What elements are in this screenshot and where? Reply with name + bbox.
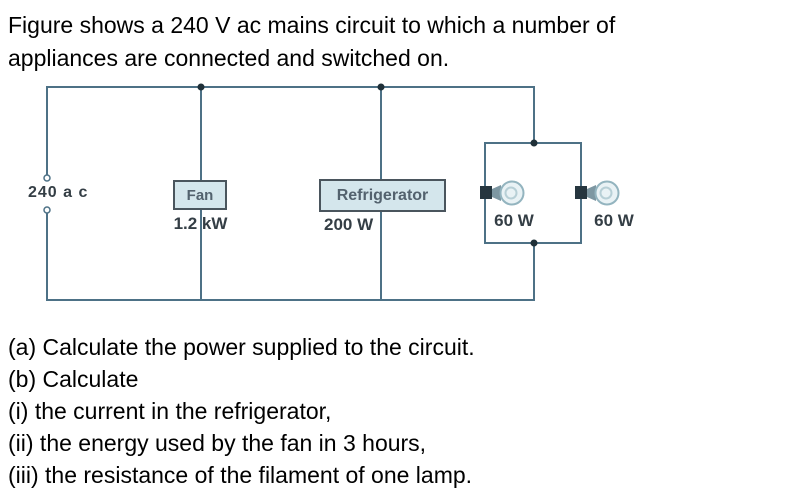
circuit-figure: Fan Refrigerator 240 a c 1.2 kW 200 W 60… [0,80,800,330]
junction-dot-lamp-bottom [530,239,538,247]
lamp-2-power-label: 60 W [594,211,634,230]
question-b-i: (i) the current in the refrigerator, [8,398,332,424]
intro-line-2: appliances are connected and switched on… [8,45,450,71]
fan-box-label: Fan [186,186,214,204]
lamp-1-bulb-icon [480,180,525,206]
source-terminal-bottom [43,206,51,214]
lamp-2-base [575,186,587,199]
lamp-1-glass [499,180,525,206]
refrigerator-power-label: 200 W [324,215,374,234]
junction-dot-lamp-top [530,139,538,147]
question-b-iii: (iii) the resistance of the filament of … [8,462,473,488]
question-b-ii: (ii) the energy used by the fan in 3 hou… [8,430,427,456]
intro-line-1: Figure shows a 240 V ac mains circuit to… [8,12,616,38]
refrigerator-box-label: Refrigerator [336,186,429,204]
source-terminal-top [43,174,51,182]
lamp-2-glass [594,180,620,206]
fan-power-label: 1.2 kW [173,214,228,233]
source-voltage-label: 240 a c [28,184,89,201]
lamp-2-filament [599,186,613,200]
lamp-2-neck [587,185,596,201]
lamp-1-power-label: 60 W [494,211,534,230]
fan-box: Fan [173,180,227,210]
questions-block: (a) Calculate the power supplied to the … [8,331,475,491]
junction-dot-refrigerator [377,83,385,91]
refrigerator-box: Refrigerator [319,179,446,212]
lamp-1-neck [492,185,501,201]
intro-text: Figure shows a 240 V ac mains circuit to… [8,9,615,75]
question-a: (a) Calculate the power supplied to the … [8,334,475,360]
lamp-2-bulb-icon [575,180,620,206]
question-b: (b) Calculate [8,366,139,392]
junction-dot-fan [197,83,205,91]
lamp-1-base [480,186,492,199]
lamp-1-filament [504,186,518,200]
